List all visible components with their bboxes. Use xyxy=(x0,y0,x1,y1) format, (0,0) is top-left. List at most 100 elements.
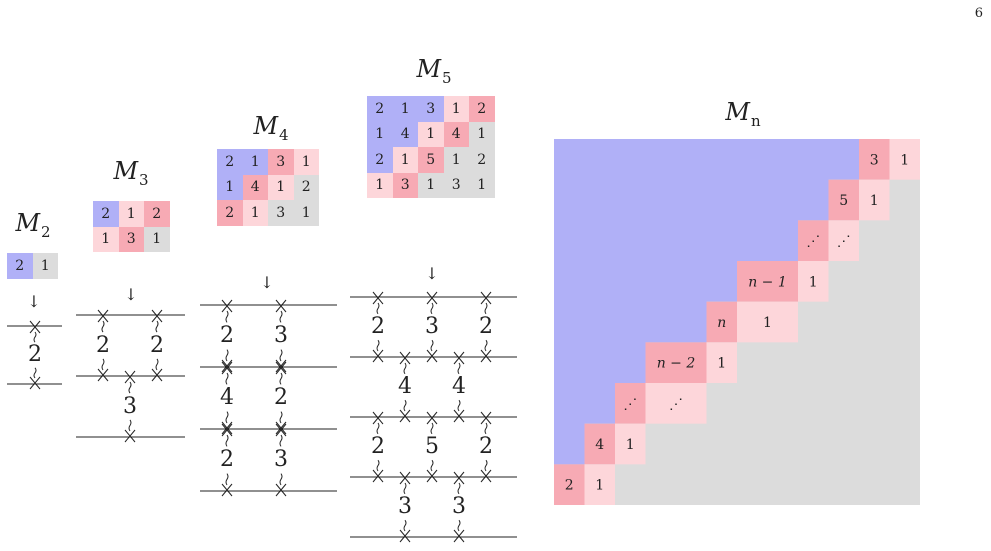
crossing-mark xyxy=(97,368,109,382)
matrix-cell: 1 xyxy=(443,96,469,122)
page-number: 6 xyxy=(974,6,983,21)
lattice-label: 2 xyxy=(479,434,493,459)
squiggle-segment xyxy=(457,399,461,412)
matrix-cell: 3 xyxy=(118,226,144,252)
crossing-mark xyxy=(399,529,411,543)
squiggle-segment xyxy=(101,320,105,333)
squiggle-segment xyxy=(33,367,37,379)
crossing-mark xyxy=(426,469,438,483)
squiggle-segment xyxy=(225,411,229,424)
matrix-m2-title-base: M xyxy=(15,209,41,237)
matrix-m4-title: M4 xyxy=(246,112,296,144)
squiggle-segment xyxy=(457,362,461,375)
crossing-mark xyxy=(426,291,438,305)
squiggle-segment xyxy=(225,372,229,385)
squiggle-segment xyxy=(376,339,380,352)
matrix-cell: 1 xyxy=(443,147,469,173)
matrix-cell: 4 xyxy=(392,121,418,147)
squiggle-segment xyxy=(279,372,283,385)
matrix-cell: 1 xyxy=(32,253,58,279)
squiggle-segment xyxy=(376,302,380,315)
crossing-mark xyxy=(480,411,492,425)
squiggle-segment xyxy=(403,362,407,375)
matrix-mn-title-subscript: n xyxy=(750,112,761,130)
matrix-m3-arrow-icon: ↓ xyxy=(124,285,138,304)
lattice-label: 4 xyxy=(220,385,234,410)
matrix-cell: 1 xyxy=(392,147,418,173)
lattice-label: 2 xyxy=(274,385,288,410)
lattice-label: 4 xyxy=(452,374,466,399)
crossing-mark xyxy=(399,471,411,485)
squiggle-segment xyxy=(430,422,434,435)
matrix-cell: 1 xyxy=(469,172,495,198)
matrix-cell: 2 xyxy=(469,147,495,173)
squiggle-segment xyxy=(484,459,488,472)
matrix-cell: 1 xyxy=(293,200,319,226)
crossing-mark xyxy=(29,376,41,390)
crossing-mark xyxy=(221,421,233,435)
matrix-m4-title-subscript: 4 xyxy=(279,126,289,144)
matrix-cell: 3 xyxy=(268,149,294,175)
matrix-cell: 1 xyxy=(242,200,268,226)
matrix-m2-arrow-icon: ↓ xyxy=(27,292,41,311)
lattice-label: 2 xyxy=(220,323,234,348)
squiggle-segment xyxy=(279,434,283,447)
crossing-mark xyxy=(453,471,465,485)
lattice-label: 4 xyxy=(398,374,412,399)
matrix-m3-title-base: M xyxy=(113,157,139,185)
crossing-mark xyxy=(372,349,384,363)
squiggle-segment xyxy=(376,422,380,435)
lattice-label: 3 xyxy=(274,323,288,348)
matrix-cell: 1 xyxy=(367,121,393,147)
squiggle-segment xyxy=(430,459,434,472)
lattice-label: 3 xyxy=(425,314,439,339)
matrix-cell: 1 xyxy=(469,121,495,147)
matrix-cell: 1 xyxy=(367,172,393,198)
matrix-m3-title-subscript: 3 xyxy=(139,171,149,189)
crossing-mark xyxy=(124,429,136,443)
matrix-cell: 3 xyxy=(268,200,294,226)
crossing-mark xyxy=(372,469,384,483)
matrix-cell: 2 xyxy=(293,174,319,200)
matrix-cell: 2 xyxy=(144,201,170,227)
matrix-m2-title-subscript: 2 xyxy=(41,223,51,241)
crossing-mark xyxy=(453,351,465,365)
matrix-m4-title-base: M xyxy=(253,112,279,140)
squiggle-segment xyxy=(376,459,380,472)
lattice-label: 2 xyxy=(150,332,164,358)
matrix-cell: 2 xyxy=(93,201,119,227)
lattice-label: 2 xyxy=(96,332,110,358)
lattice-label: 2 xyxy=(220,447,234,472)
crossing-mark xyxy=(221,361,233,375)
crossing-mark xyxy=(275,359,287,373)
matrix-m5-arrow-icon: ↓ xyxy=(425,264,439,283)
matrix-cell: 3 xyxy=(392,172,418,198)
matrix-m2-title: M2 xyxy=(8,209,58,241)
squiggle-segment xyxy=(457,482,461,495)
lattice-label: 3 xyxy=(452,494,466,519)
matrix-mn-title: Mn xyxy=(713,99,773,130)
crossing-mark xyxy=(480,349,492,363)
matrix-m5-title: M5 xyxy=(409,56,459,87)
matrix-cell: 1 xyxy=(242,149,268,175)
squiggle-segment xyxy=(101,358,105,371)
crossing-mark xyxy=(275,423,287,437)
crossing-mark xyxy=(372,291,384,305)
matrix-cell: 2 xyxy=(367,147,393,173)
matrix-cell: 1 xyxy=(293,149,319,175)
squiggle-segment xyxy=(430,339,434,352)
crossing-mark xyxy=(97,309,109,323)
lattice-label: 5 xyxy=(425,434,439,459)
crossing-mark xyxy=(426,349,438,363)
squiggle-segment xyxy=(155,320,159,333)
lattice-label: 2 xyxy=(28,342,42,367)
squiggle-segment xyxy=(128,419,132,432)
crossing-mark xyxy=(221,299,233,313)
matrix-cell: 1 xyxy=(392,96,418,122)
